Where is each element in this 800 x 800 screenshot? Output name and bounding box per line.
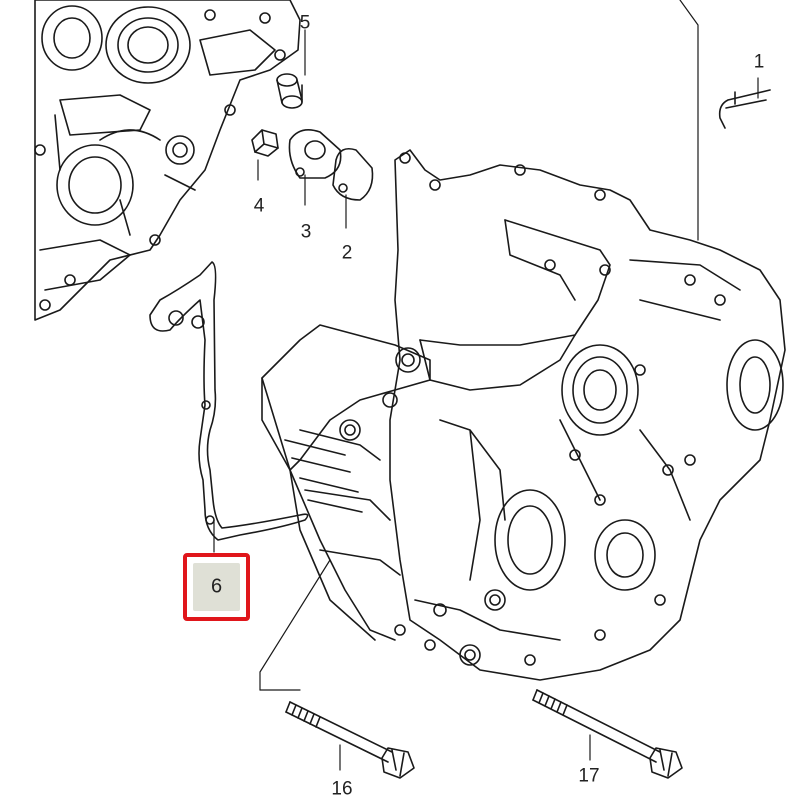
callout-part-1[interactable]: 1 — [753, 51, 765, 73]
right-crankcase-half — [261, 149, 786, 681]
part-3-plate — [288, 129, 342, 179]
callout-part-3[interactable]: 3 — [300, 221, 312, 243]
callout-part-5[interactable]: 5 — [299, 12, 311, 34]
callout-part-17[interactable]: 17 — [578, 765, 600, 787]
part-16-bolt — [285, 701, 415, 779]
part-1-pipe — [718, 89, 771, 129]
part-2-cover — [332, 147, 374, 201]
selected-part-fill — [193, 563, 240, 611]
left-crankcase-half — [34, 0, 301, 321]
part-5-dowel — [276, 73, 303, 109]
callout-part-6[interactable]: 6 — [210, 575, 223, 598]
leader-lines — [213, 0, 759, 771]
part-6-gasket — [149, 261, 309, 541]
callout-part-2[interactable]: 2 — [341, 242, 353, 264]
selected-part-highlight[interactable]: 6 — [183, 553, 250, 621]
callout-part-4[interactable]: 4 — [253, 195, 265, 217]
callout-part-16[interactable]: 16 — [331, 778, 353, 800]
part-17-bolt — [532, 689, 683, 779]
part-4-bolt — [251, 129, 279, 157]
